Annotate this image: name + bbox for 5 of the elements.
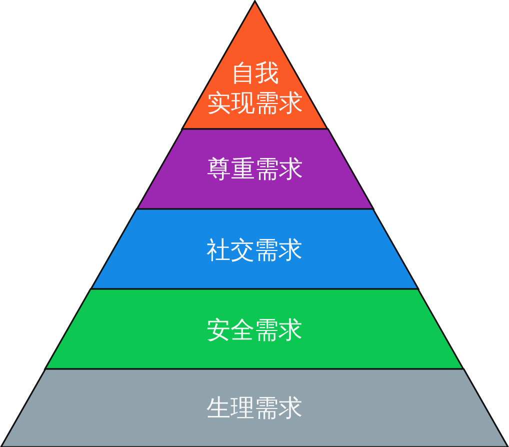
tier-label: 生理需求: [206, 393, 302, 423]
tier-label: 尊重需求: [206, 154, 303, 184]
tier-label: 社交需求: [206, 235, 303, 265]
tier-label: 自我实现需求: [206, 58, 304, 118]
tier-label: 安全需求: [206, 315, 303, 345]
